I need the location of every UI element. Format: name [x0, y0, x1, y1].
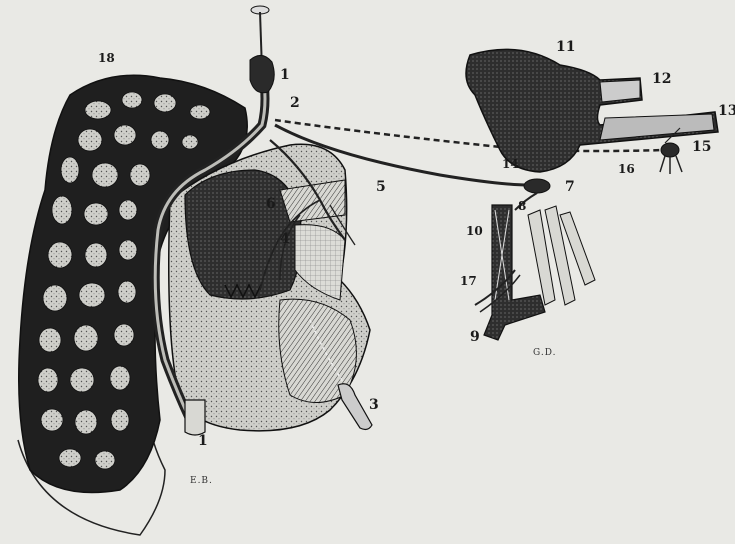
label-4: 4 — [280, 232, 290, 246]
label-1: 1 — [280, 68, 290, 82]
label-14: 14 — [502, 158, 519, 170]
otic-ganglion — [524, 179, 550, 193]
label-15: 15 — [692, 140, 711, 154]
label-17: 17 — [460, 275, 477, 287]
geniculate-ganglion — [250, 55, 274, 92]
label-11: 11 — [556, 40, 575, 54]
label-3: 3 — [369, 398, 379, 412]
artist-signature: G.D. — [533, 348, 557, 358]
label-6: 6 — [266, 197, 276, 211]
label-10: 10 — [466, 225, 483, 237]
label-7: 7 — [565, 180, 575, 194]
upper-bone-light — [600, 80, 640, 102]
nerve-stump-3 — [338, 384, 372, 430]
upper-bone-mass — [466, 49, 718, 172]
label-5: 5 — [376, 180, 386, 194]
nerve-stump-bottom — [185, 400, 205, 435]
label-12: 12 — [652, 72, 671, 86]
label-16: 16 — [618, 163, 635, 175]
label-8: 8 — [518, 200, 526, 212]
label-2: 2 — [290, 96, 300, 110]
vessel-bundle — [475, 193, 595, 340]
label-1-bottom: 1 — [198, 434, 208, 448]
engraver-signature: E.B. — [190, 476, 213, 486]
label-18: 18 — [98, 52, 115, 64]
label-9: 9 — [470, 330, 480, 344]
label-13: 13 — [718, 104, 735, 118]
